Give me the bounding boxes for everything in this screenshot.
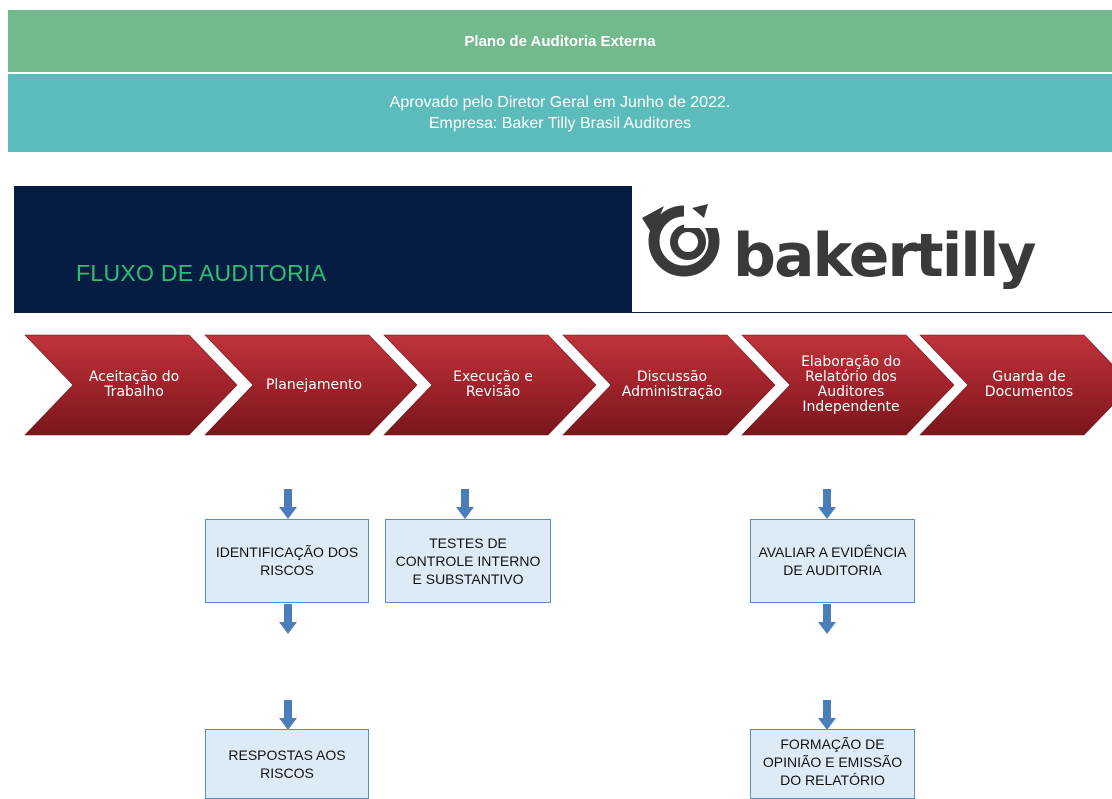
flow-step-chevron	[919, 334, 1112, 436]
down-arrow-icon	[279, 700, 297, 730]
flow-step-label: Execução e Revisão	[453, 369, 533, 400]
bakertilly-logo: bakertilly	[632, 186, 1112, 312]
flow-step-chevron	[24, 334, 238, 436]
box-identificacao-riscos: IDENTIFICAÇÃO DOS RISCOS	[205, 519, 369, 603]
flow-step-label: Elaboração do Relatório dos Auditores In…	[801, 354, 901, 415]
banner: FLUXO DE AUDITORIA	[14, 186, 632, 313]
down-arrow-icon	[818, 700, 836, 730]
flow-step-chevron	[204, 334, 418, 436]
flow-step-label: Guarda de Documentos	[984, 369, 1074, 400]
logo-wordmark: bakertilly	[733, 221, 1037, 291]
flow-step-chevron	[741, 334, 955, 436]
company-text: Empresa: Baker Tilly Brasil Auditores	[428, 115, 692, 132]
flow-step-chevron	[562, 334, 776, 436]
flow-step-chevron	[383, 334, 597, 436]
box-respostas-riscos: RESPOSTAS AOS RISCOS	[205, 729, 369, 799]
subtitle-bar: Aprovado pelo Diretor Geral em Junho de …	[8, 74, 1112, 152]
flow-step-label: Discussão Administração	[621, 369, 723, 400]
down-arrow-icon	[818, 604, 836, 634]
box-avaliar-evidencia: AVALIAR A EVIDÊNCIA DE AUDITORIA	[750, 519, 915, 603]
banner-divider	[14, 312, 1112, 313]
flow-step-label: Aceitação do Trabalho	[88, 369, 180, 400]
down-arrow-icon	[456, 489, 474, 519]
down-arrow-icon	[279, 604, 297, 634]
banner-title: FLUXO DE AUDITORIA	[76, 260, 327, 286]
process-chevrons	[24, 334, 1112, 436]
down-arrow-icon	[279, 489, 297, 519]
logo-mark-icon	[642, 198, 730, 277]
flow-step-label: Planejamento	[265, 376, 363, 393]
approval-text: Aprovado pelo Diretor Geral em Junho de …	[389, 94, 731, 111]
page-title: Plano de Auditoria Externa	[464, 32, 656, 50]
box-testes-controle: TESTES DE CONTROLE INTERNO E SUBSTANTIVO	[385, 519, 551, 603]
down-arrow-icon	[818, 489, 836, 519]
title-bar: Plano de Auditoria Externa	[8, 10, 1112, 72]
